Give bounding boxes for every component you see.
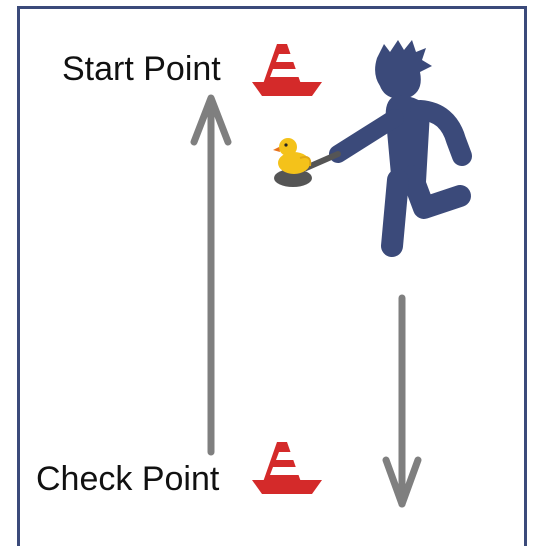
start-point-label: Start Point bbox=[62, 50, 221, 88]
return-arrow bbox=[190, 94, 232, 456]
rubber-duck-icon bbox=[273, 138, 312, 174]
check-point-label: Check Point bbox=[36, 460, 220, 498]
running-person-icon bbox=[329, 40, 472, 257]
start-cone-icon bbox=[252, 44, 322, 96]
outbound-arrow bbox=[382, 294, 422, 508]
diagram-frame bbox=[17, 6, 527, 546]
spoon-icon bbox=[274, 151, 341, 187]
check-cone-icon bbox=[252, 442, 322, 494]
